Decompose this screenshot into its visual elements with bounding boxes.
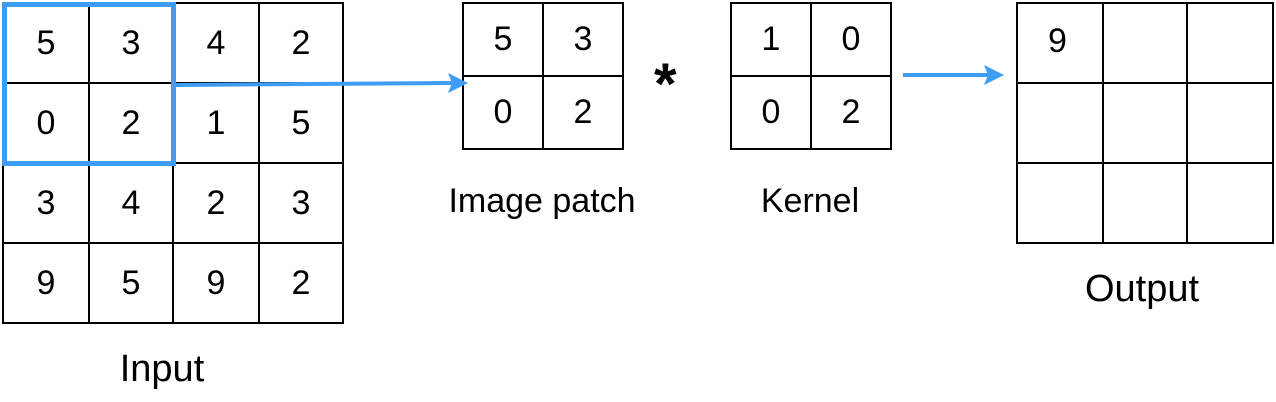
- input-cell: 2: [174, 164, 260, 244]
- output-cell: [1104, 4, 1188, 84]
- patch-cell: 0: [464, 77, 544, 150]
- output-cell: 9: [1018, 4, 1104, 84]
- kernel-cell: 2: [812, 77, 892, 150]
- input-cell: 9: [4, 244, 90, 324]
- patch-arrow: [175, 73, 468, 93]
- output-cell: [1018, 164, 1104, 244]
- input-cell: 9: [174, 244, 260, 324]
- output-cell: [1188, 84, 1274, 164]
- convolution-operator: *: [654, 52, 677, 117]
- output-cell: [1104, 164, 1188, 244]
- input-cell: 5: [260, 84, 344, 164]
- output-cell: [1188, 164, 1274, 244]
- image-patch-matrix: 5 3 0 2: [462, 2, 624, 150]
- input-cell: 1: [174, 84, 260, 164]
- output-arrow: [903, 65, 1004, 85]
- output-cell: [1104, 84, 1188, 164]
- kernel-cell: 1: [732, 4, 812, 77]
- output-matrix: 9: [1016, 2, 1274, 244]
- kernel-caption: Kernel: [760, 182, 860, 220]
- input-cell: 5: [90, 244, 174, 324]
- patch-cell: 2: [544, 77, 624, 150]
- input-caption: Input: [119, 348, 205, 390]
- output-caption: Output: [1084, 268, 1200, 310]
- kernel-cell: 0: [812, 4, 892, 77]
- input-cell: 3: [260, 164, 344, 244]
- input-cell: 2: [260, 244, 344, 324]
- patch-cell: 3: [544, 4, 624, 77]
- output-cell: [1018, 84, 1104, 164]
- output-cell: [1188, 4, 1274, 84]
- patch-cell: 5: [464, 4, 544, 77]
- input-cell: 5: [4, 4, 90, 84]
- kernel-matrix: 1 0 0 2: [730, 2, 892, 150]
- input-cell: 3: [4, 164, 90, 244]
- kernel-cell: 0: [732, 77, 812, 150]
- input-cell: 4: [90, 164, 174, 244]
- image-patch-caption: Image patch: [448, 182, 636, 220]
